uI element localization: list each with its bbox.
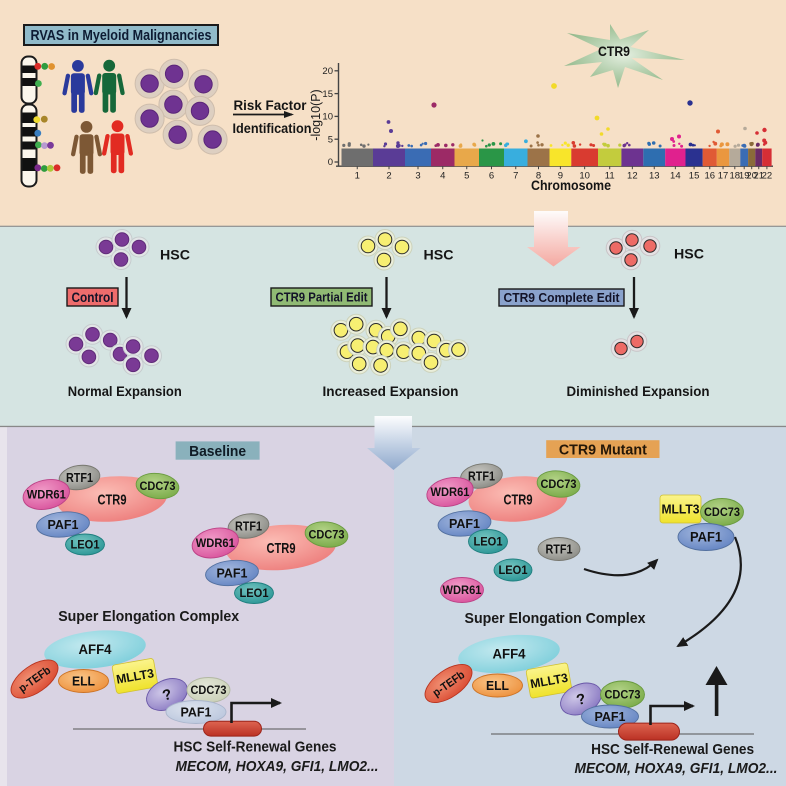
- svg-text:PAF1: PAF1: [595, 709, 626, 724]
- svg-text:CDC73: CDC73: [541, 479, 577, 491]
- svg-text:?: ?: [575, 690, 588, 709]
- svg-text:WDR61: WDR61: [443, 585, 483, 597]
- svg-text:RVAS in Myeloid Malignancies: RVAS in Myeloid Malignancies: [31, 28, 212, 44]
- svg-text:CDC73: CDC73: [191, 685, 227, 697]
- svg-text:Chromosome: Chromosome: [531, 177, 611, 193]
- svg-text:CTR9 Mutant: CTR9 Mutant: [559, 442, 647, 459]
- svg-text:PAF1: PAF1: [48, 517, 79, 532]
- svg-text:CTR9: CTR9: [267, 540, 296, 557]
- svg-text:CDC73: CDC73: [605, 690, 641, 702]
- svg-text:Super Elongation Complex: Super Elongation Complex: [58, 608, 240, 625]
- svg-text:LEO1: LEO1: [240, 588, 270, 600]
- svg-text:8: 8: [536, 171, 541, 182]
- svg-text:Risk Factor: Risk Factor: [234, 98, 308, 113]
- svg-text:Super Elongation Complex: Super Elongation Complex: [465, 610, 647, 627]
- svg-text:15: 15: [689, 171, 700, 182]
- svg-text:CTR9: CTR9: [98, 491, 127, 508]
- svg-text:7: 7: [513, 171, 518, 182]
- svg-text:LEO1: LEO1: [71, 540, 101, 552]
- svg-text:CTR9 Partial Edit: CTR9 Partial Edit: [276, 290, 369, 305]
- svg-text:17: 17: [718, 171, 729, 182]
- svg-text:15: 15: [322, 89, 333, 100]
- svg-text:LEO1: LEO1: [499, 565, 529, 577]
- svg-text:18: 18: [730, 171, 741, 182]
- svg-text:10: 10: [579, 171, 590, 182]
- svg-text:14: 14: [670, 171, 681, 182]
- svg-text:WDR61: WDR61: [27, 490, 67, 502]
- svg-text:19: 19: [739, 171, 750, 182]
- svg-text:RTF1: RTF1: [468, 469, 495, 483]
- svg-text:0: 0: [328, 157, 333, 168]
- svg-text:RTF1: RTF1: [235, 519, 262, 533]
- svg-text:3: 3: [415, 171, 420, 182]
- svg-text:16: 16: [704, 171, 715, 182]
- svg-text:5: 5: [464, 171, 469, 182]
- svg-text:CDC73: CDC73: [140, 481, 176, 493]
- svg-text:4: 4: [440, 171, 445, 182]
- svg-text:2: 2: [386, 171, 391, 182]
- svg-text:22: 22: [762, 171, 773, 182]
- svg-text:HSC: HSC: [424, 248, 454, 263]
- svg-text:-log10(P): -log10(P): [309, 89, 323, 140]
- svg-text:ELL: ELL: [486, 679, 509, 693]
- svg-text:21: 21: [753, 171, 764, 182]
- svg-text:20: 20: [322, 66, 333, 77]
- svg-text:11: 11: [605, 171, 615, 182]
- svg-text:Diminished Expansion: Diminished Expansion: [567, 384, 710, 399]
- svg-text:HSC: HSC: [674, 247, 704, 262]
- svg-text:CDC73: CDC73: [309, 530, 345, 542]
- svg-text:MLLT3: MLLT3: [529, 671, 569, 691]
- svg-text:Normal Expansion: Normal Expansion: [68, 384, 182, 399]
- svg-text:HSC: HSC: [160, 248, 190, 263]
- svg-text:CTR9 Complete Edit: CTR9 Complete Edit: [504, 290, 621, 305]
- svg-text:AFF4: AFF4: [493, 647, 526, 662]
- svg-text:AFF4: AFF4: [79, 642, 112, 657]
- svg-text:10: 10: [322, 112, 333, 123]
- svg-text:5: 5: [328, 134, 333, 145]
- svg-text:RTF1: RTF1: [66, 471, 93, 485]
- svg-text:HSC Self-Renewal Genes: HSC Self-Renewal Genes: [174, 739, 337, 756]
- svg-text:Baseline: Baseline: [189, 443, 246, 460]
- svg-text:PAF1: PAF1: [181, 705, 212, 720]
- svg-text:MECOM, HOXA9, GFI1, LMO2...: MECOM, HOXA9, GFI1, LMO2...: [176, 758, 379, 775]
- svg-text:CTR9: CTR9: [598, 44, 630, 59]
- svg-text:PAF1: PAF1: [449, 516, 480, 531]
- svg-text:6: 6: [489, 171, 494, 182]
- svg-text:MLLT3: MLLT3: [662, 503, 700, 517]
- svg-text:RTF1: RTF1: [546, 542, 573, 556]
- svg-text:9: 9: [558, 171, 563, 182]
- svg-text:MECOM, HOXA9, GFI1, LMO2...: MECOM, HOXA9, GFI1, LMO2...: [575, 760, 778, 777]
- svg-text:?: ?: [161, 686, 174, 705]
- svg-text:Identification: Identification: [233, 121, 312, 136]
- svg-text:Increased Expansion: Increased Expansion: [323, 384, 459, 399]
- svg-text:CTR9: CTR9: [504, 491, 533, 508]
- svg-text:LEO1: LEO1: [474, 537, 504, 549]
- svg-text:20: 20: [746, 171, 757, 182]
- svg-text:WDR61: WDR61: [196, 538, 236, 550]
- svg-text:PAF1: PAF1: [217, 566, 248, 581]
- svg-text:HSC Self-Renewal Genes: HSC Self-Renewal Genes: [591, 741, 754, 758]
- svg-text:MLLT3: MLLT3: [115, 666, 155, 686]
- svg-text:Control: Control: [72, 290, 114, 305]
- svg-text:ELL: ELL: [72, 674, 95, 688]
- svg-text:WDR61: WDR61: [431, 487, 471, 499]
- svg-text:13: 13: [649, 171, 660, 182]
- svg-text:12: 12: [627, 171, 638, 182]
- svg-text:CDC73: CDC73: [704, 507, 740, 519]
- svg-text:1: 1: [355, 171, 360, 182]
- svg-text:PAF1: PAF1: [690, 530, 722, 545]
